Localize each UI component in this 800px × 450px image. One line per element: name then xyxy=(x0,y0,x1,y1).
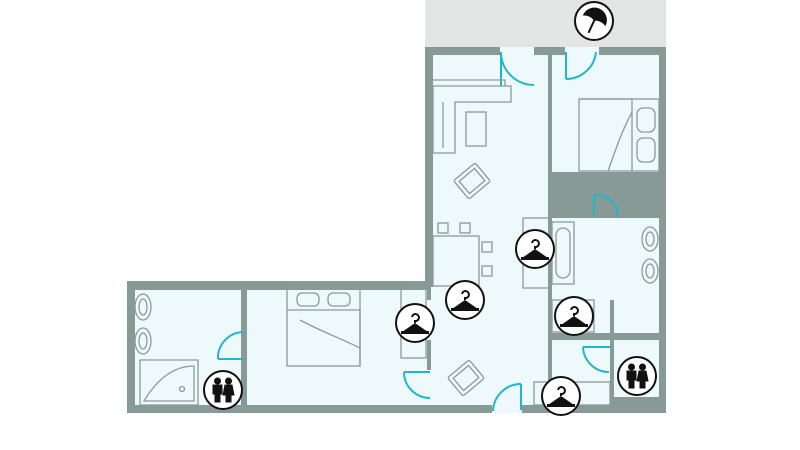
toilet-badge-left xyxy=(203,370,243,410)
coffee-table xyxy=(465,111,487,147)
corner-sofa xyxy=(432,79,512,154)
interior-walls xyxy=(241,55,659,405)
dining-chair-3 xyxy=(481,241,493,253)
umbrella-icon xyxy=(582,7,607,34)
toilet-badge-right xyxy=(617,356,657,396)
hanger-badge-1 xyxy=(515,229,555,269)
toilet-people-icon xyxy=(212,377,235,403)
hanger-badge-3 xyxy=(395,303,435,343)
dining-chair-4 xyxy=(481,265,493,277)
second-bedroom xyxy=(247,290,427,405)
umbrella-badge xyxy=(574,1,614,41)
sink-2 xyxy=(641,258,659,284)
toilet-people-icon xyxy=(626,363,649,389)
hanger-badge-5 xyxy=(541,376,581,416)
armchair-bottom xyxy=(447,359,485,397)
hanger-icon xyxy=(560,306,588,327)
terrace xyxy=(425,0,666,50)
left-bathroom-fixtures xyxy=(134,293,199,406)
armchair-top xyxy=(453,162,491,200)
sink-left-2 xyxy=(134,327,152,355)
master-bedroom xyxy=(552,55,659,173)
dining-chair-1 xyxy=(437,222,449,234)
hanger-icon xyxy=(521,239,549,260)
sink-1 xyxy=(641,226,659,252)
master-bed xyxy=(578,98,660,172)
hanger-icon xyxy=(451,290,479,311)
hanger-badge-2 xyxy=(445,280,485,320)
dining-chair-2 xyxy=(459,222,471,234)
room-floors xyxy=(135,55,659,405)
sink-left-1 xyxy=(134,293,152,321)
hanger-icon xyxy=(547,386,575,407)
second-bed xyxy=(286,287,361,367)
corner-shower xyxy=(139,359,199,406)
hanger-icon xyxy=(401,313,429,334)
hanger-badge-4 xyxy=(554,296,594,336)
